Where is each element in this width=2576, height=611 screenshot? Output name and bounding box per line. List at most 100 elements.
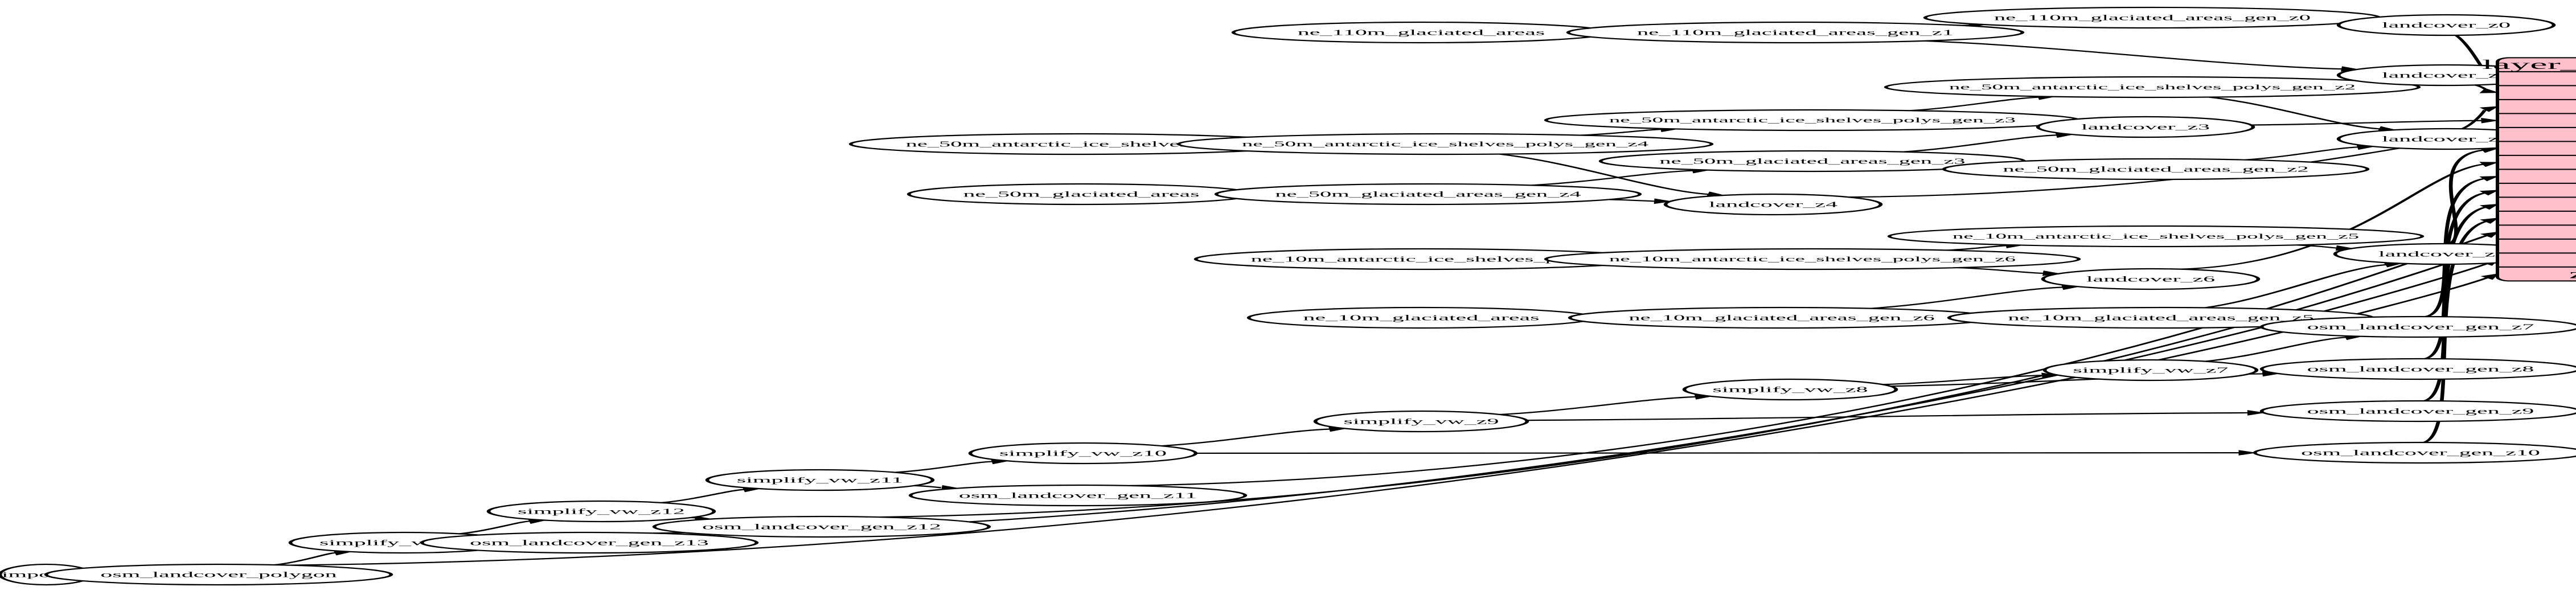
edge-ne_10m_glaciated_areas_gen_z5-to-landcover_z5 [2204,264,2387,309]
node-ne_50m_antarctic_ice_shelves_polys_gen_z2[interactable]: ne_50m_antarctic_ice_shelves_polys_gen_z… [1884,76,2421,99]
node-label: osm_landcover_gen_z12 [702,522,941,531]
edge-simplify_vw_z8-to-simplify_vw_z7 [1882,375,2043,386]
node-shape [1887,225,2425,248]
node-shape [1663,193,1883,216]
edge-landcover_z6-to-layer_landcover-z6 [2180,163,2484,270]
edge-arrowhead [2479,88,2500,93]
edge-simplify_vw_z7-to-osm_landcover_gen_z7 [2205,337,2347,362]
table-row-z14plus[interactable]: z14+ [2569,266,2576,281]
node-ne_10m_antarctic_ice_shelves_polys_gen_z6[interactable]: ne_10m_antarctic_ice_shelves_polys_gen_z… [1544,248,2081,270]
node-shape [2336,14,2556,36]
node-shape [1176,133,1714,155]
node-ne_110m_glaciated_areas[interactable]: ne_110m_glaciated_areas [1231,21,1611,44]
node-label: ne_50m_glaciated_areas_gen_z4 [1275,190,1581,198]
node-simplify_vw_z11[interactable]: simplify_vw_z11 [705,469,935,491]
node-ne_110m_glaciated_areas_gen_z1[interactable]: ne_110m_glaciated_areas_gen_z1 [1566,21,2025,44]
node-label: ne_50m_antarctic_ice_shelves_polys_gen_z… [1949,83,2356,91]
node-shape [486,500,716,523]
node-label: ne_50m_glaciated_areas_gen_z2 [2003,165,2308,173]
edge-ne_50m_antarctic_ice_shelves_polys_gen_z4-to-landcover_z4 [1499,153,1709,195]
node-label: osm_landcover_gen_z9 [2307,407,2534,416]
node-shape [2259,315,2576,338]
node-label: ne_10m_glaciated_areas_gen_z6 [1629,313,1934,322]
edge-ne_10m_antarctic_ice_shelves_polys_gen_z6-to-ne_10m_antarctic_ice_shelves_polys_gen_z5 [1946,245,2007,251]
node-osm_landcover_gen_z13[interactable]: osm_landcover_gen_z13 [420,531,759,554]
edge-arrowhead [2479,190,2500,196]
node-osm_landcover_gen_z12[interactable]: osm_landcover_gen_z12 [652,515,991,538]
node-label: ne_50m_antarctic_ice_shelves_polys [906,140,1250,148]
layer-landcover-table[interactable]: layer_landcoverz0z1z2z3z4z5z6z7z8z9z10z1… [2482,57,2576,282]
node-label: ne_50m_glaciated_areas [963,190,1199,199]
node-landcover_z0[interactable]: landcover_z0 [2336,14,2556,36]
node-shape [1884,76,2421,99]
node-shape [2259,358,2576,380]
node-simplify_vw_z10[interactable]: simplify_vw_z10 [968,442,1198,465]
node-osm_landcover_gen_z9[interactable]: osm_landcover_gen_z9 [2259,400,2576,423]
edge-simplify_vw_z11-to-osm_landcover_gen_z11 [914,485,945,489]
node-ne_50m_glaciated_areas_gen_z4[interactable]: ne_50m_glaciated_areas_gen_z4 [1214,183,1642,206]
node-label: landcover_z5 [2378,249,2507,259]
edge-landcover_z5-to-layer_landcover-z5 [2446,149,2484,244]
node-shape [2041,268,2261,290]
node-osm_landcover_gen_z11[interactable]: osm_landcover_gen_z11 [908,484,1248,507]
node-ne_50m_antarctic_ice_shelves_polys[interactable]: ne_50m_antarctic_ice_shelves_polys [848,133,1307,155]
node-ne_10m_glaciated_areas[interactable]: ne_10m_glaciated_areas [1246,306,1596,329]
node-simplify_vw_z9[interactable]: simplify_vw_z9 [1313,410,1529,433]
edge-ne_10m_antarctic_ice_shelves_polys_gen_z6-to-landcover_z6 [1958,266,2044,274]
node-osm_landcover_gen_z10[interactable]: osm_landcover_gen_z10 [2253,441,2576,464]
edge-ne_50m_antarctic_ice_shelves_polys_gen_z2-to-landcover_z2 [2208,96,2381,130]
edge-arrowhead [1654,198,1673,204]
node-ne_50m_glaciated_areas_gen_z3[interactable]: ne_50m_glaciated_areas_gen_z3 [1598,150,2027,173]
edge-ne_50m_glaciated_areas_gen_z2-to-landcover_z2 [2245,146,2358,161]
node-label: ne_10m_antarctic_ice_shelves_polys_gen_z… [1609,255,2016,263]
node-shape [44,563,393,586]
node-label: landcover_z1 [2382,71,2511,80]
node-ne_50m_glaciated_areas_gen_z2[interactable]: ne_50m_glaciated_areas_gen_z2 [1942,158,2370,181]
node-shape [2036,116,2255,138]
node-label: osm_landcover_gen_z13 [470,538,709,547]
node-simplify_vw_z8[interactable]: simplify_vw_z8 [1682,378,1898,401]
node-label: simplify_vw_z12 [518,507,685,516]
edge-arrowhead [2479,162,2500,167]
node-shape [1682,378,1898,401]
node-shape [968,442,1198,465]
node-ne_50m_antarctic_ice_shelves_polys_gen_z4[interactable]: ne_50m_antarctic_ice_shelves_polys_gen_z… [1176,133,1714,155]
node-ne_50m_antarctic_ice_shelves_polys_gen_z3[interactable]: ne_50m_antarctic_ice_shelves_polys_gen_z… [1544,109,2081,132]
node-shape [2253,441,2576,464]
node-ne_10m_glaciated_areas_gen_z6[interactable]: ne_10m_glaciated_areas_gen_z6 [1568,306,1996,329]
edge-osm_landcover_gen_z13-to-layer_landcover-z13 [653,263,2488,534]
node-simplify_vw_z12[interactable]: simplify_vw_z12 [486,500,716,523]
node-ne_110m_glaciated_areas_gen_z0[interactable]: ne_110m_glaciated_areas_gen_z0 [1923,6,2382,29]
edge-arrowhead [2238,450,2257,456]
edge-ne_50m_antarctic_ice_shelves_polys_gen_z3-to-ne_50m_antarctic_ice_shelves_polys_gen_z2 [1910,96,2040,112]
node-ne_50m_glaciated_areas[interactable]: ne_50m_glaciated_areas [906,183,1256,206]
edge-arrowhead [2247,410,2266,416]
node-ne_10m_antarctic_ice_shelves_polys[interactable]: ne_10m_antarctic_ice_shelves_polys [1193,248,1652,270]
node-osm_landcover_polygon[interactable]: osm_landcover_polygon [44,563,393,586]
node-shape [1214,183,1642,206]
node-landcover_z4[interactable]: landcover_z4 [1663,193,1883,216]
node-ne_10m_glaciated_areas_gen_z5[interactable]: ne_10m_glaciated_areas_gen_z5 [1947,306,2375,329]
node-label: osm_landcover_gen_z7 [2307,322,2534,331]
node-label: ne_10m_glaciated_areas [1303,313,1539,322]
node-label: landcover_z2 [2382,134,2511,143]
node-layer: imposm3osm_landcover_polygonsimplify_vw_… [0,6,2576,586]
edge-arrowhead [2481,118,2500,124]
node-landcover_z3[interactable]: landcover_z3 [2036,116,2255,138]
node-label: simplify_vw_z8 [1713,385,1868,394]
node-osm_landcover_gen_z8[interactable]: osm_landcover_gen_z8 [2259,358,2576,380]
edge-arrowhead [2479,175,2500,182]
edge-osm_landcover_polygon-to-layer_landcover-z14+ [289,277,2489,566]
node-label: landcover_z6 [2086,274,2215,284]
node-osm_landcover_gen_z7[interactable]: osm_landcover_gen_z7 [2259,315,2576,338]
node-ne_10m_antarctic_ice_shelves_polys_gen_z5[interactable]: ne_10m_antarctic_ice_shelves_polys_gen_z… [1887,225,2425,248]
node-landcover_z6[interactable]: landcover_z6 [2041,268,2261,290]
table-header: layer_landcover [2482,58,2576,72]
node-label: simplify_vw_z7 [2073,366,2229,375]
node-shape [2259,400,2576,423]
node-simplify_vw_z7[interactable]: simplify_vw_z7 [2042,359,2259,382]
edge-osm_landcover_polygon-to-simplify_vw_z13 [274,552,337,566]
edge-ne_50m_glaciated_areas_gen_z4-to-ne_50m_glaciated_areas_gen_z3 [1531,170,1693,186]
edge-landcover_z3-to-layer_landcover-z3 [2251,120,2483,126]
